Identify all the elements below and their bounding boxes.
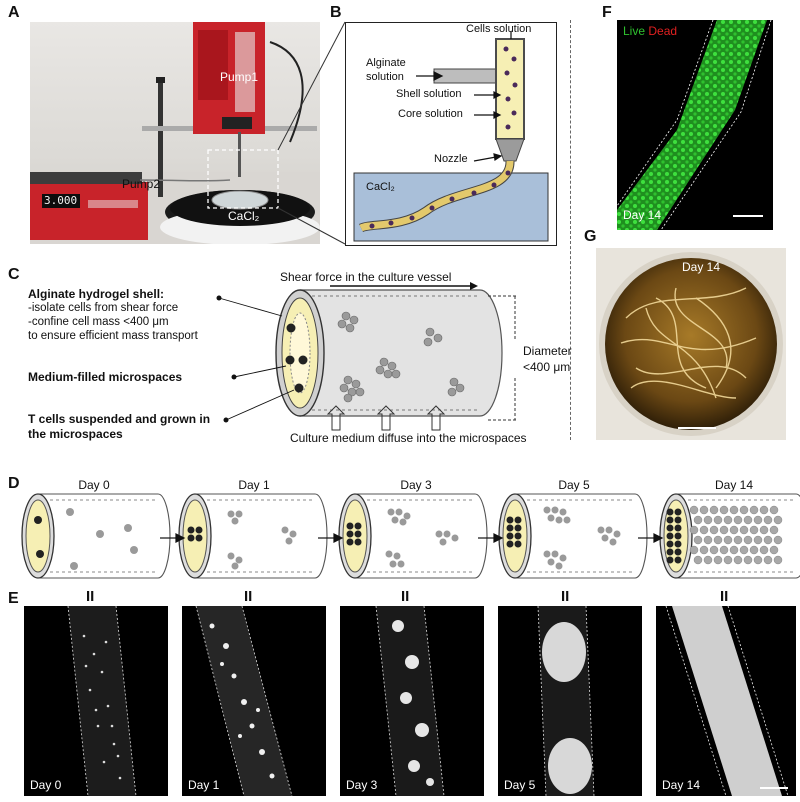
micrograph-day-0: Day 0 [24,606,168,796]
cylinder-day-0 [21,493,171,579]
equiv-mark-3: II [401,588,410,605]
shear-force-label: Shear force in the culture vessel [280,270,452,284]
panel-d-cylinders [21,493,800,579]
core-solution-label: Core solution [398,108,463,120]
panel-g-day-label: Day 14 [682,260,721,274]
cylinder-day-5 [498,493,648,579]
fiber-day-5 [537,606,595,796]
panel-label-b: B [330,4,342,21]
d-day-1: Day 1 [238,478,270,492]
shell-solution-label: Shell solution [396,88,462,100]
cell-clusters [337,311,465,403]
dead-legend-label: Dead [648,24,678,38]
equiv-mark-1: II [244,588,253,605]
nozzle-diagram [353,31,549,242]
panel-label-g: G [584,228,597,245]
cacl2-bath-label: CaCl₂ [366,181,395,193]
cylinder-day-1 [178,493,328,579]
cells-solution-label: Cells solution [466,23,532,35]
live-dead-legend: Live Dead [623,24,677,38]
live-legend-label: Live [623,24,646,38]
micrograph-day-3: Day 3 [340,606,484,796]
e-day-5-label: Day 5 [504,778,536,792]
fiber-day-1 [195,606,293,796]
alginate-label-2: solution [366,71,404,83]
microspaces-label: Medium-filled microspaces [28,370,183,384]
panel-label-c: C [8,266,20,283]
micrograph-day-1: Day 1 [182,606,326,796]
e-day-14-label: Day 14 [662,778,701,792]
panel-a-photo: Pump1 Pump2 CaCl₂ 3.000 [30,22,320,244]
panel-label-d: D [8,475,20,492]
panel-c-cylinder [216,282,518,431]
fiber-day-14 [665,606,789,796]
live-dead-fiber [617,20,772,230]
micrograph-day-5: Day 5 [498,606,642,796]
d-day-3: Day 3 [400,478,432,492]
panel-f-image: Live Dead Day 14 [617,20,773,230]
pump1-label: Pump1 [220,70,259,84]
panel-b-schematic: Cells solution Alginate solution Shell s… [345,22,557,246]
pump2-display: 3.000 [44,194,78,207]
e-day-1-label: Day 1 [188,778,220,792]
shell-title: Alginate hydrogel shell: [28,287,165,301]
cacl2-photo-label: CaCl₂ [228,209,260,223]
diameter-label-2: <400 μm [523,360,571,374]
fiber-day-0 [67,606,137,796]
d-day-14: Day 14 [714,478,754,492]
equiv-mark-0: II [86,588,95,605]
shell-line-3: to ensure efficient mass transport [28,330,198,342]
d-day-0: Day 0 [78,478,110,492]
alginate-label-1: Alginate [366,57,406,69]
shell-line-2: -confine cell mass <400 μm [28,316,169,328]
fiber-day-3 [375,606,445,796]
culture-dish [599,252,783,436]
pump2-label: Pump2 [122,177,161,191]
panel-label-f: F [602,4,612,21]
equiv-mark-14: II [720,588,729,605]
diameter-label-1: Diameter [523,344,572,358]
e-day-3-label: Day 3 [346,778,378,792]
panel-label-e: E [8,590,19,607]
panel-label-a: A [8,4,20,21]
panel-f-day-label: Day 14 [623,208,662,222]
shell-line-1: -isolate cells from shear force [28,302,179,314]
equiv-mark-5: II [561,588,570,605]
tcells-label-2: the microspaces [28,427,123,441]
diffuse-label: Culture medium diffuse into the microspa… [290,431,527,445]
panel-g-photo: Day 14 [596,248,786,440]
pump-setup-illustration [30,22,320,244]
tcells-label-1: T cells suspended and grown in [28,412,211,426]
micrograph-day-14: Day 14 [656,606,796,796]
section-divider [570,20,571,440]
cylinder-day-14 [659,493,800,579]
cylinder-day-3 [338,493,488,579]
e-day-0-label: Day 0 [30,778,62,792]
nozzle-label: Nozzle [434,153,468,165]
d-day-5: Day 5 [558,478,590,492]
